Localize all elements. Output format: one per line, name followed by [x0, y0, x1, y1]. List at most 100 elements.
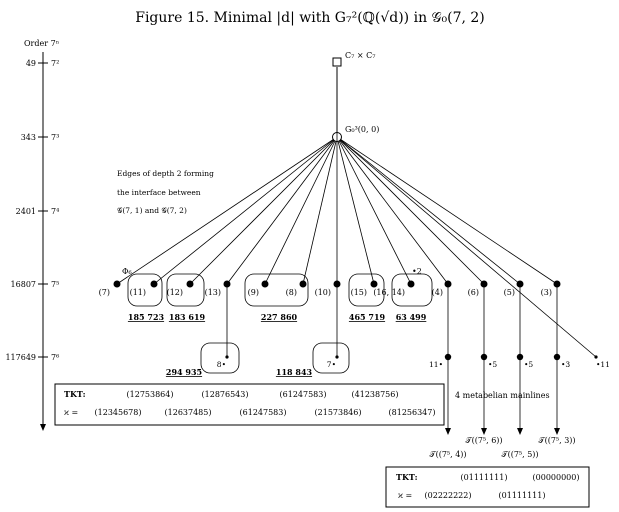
leaf-label: (5): [504, 288, 515, 297]
axis-tick-order: 49: [26, 59, 36, 68]
mainline-label: 𝒯((7⁵, 5)): [501, 450, 538, 459]
tkt-value: (12753864): [127, 390, 174, 399]
leaf-node: [444, 280, 452, 288]
phi6-label: Φ₆: [122, 267, 132, 276]
axis-tick-power: 7⁶: [51, 353, 59, 362]
leaf-node: [516, 280, 524, 288]
tkt-value: (12876543): [202, 390, 249, 399]
order-axis: [38, 52, 48, 426]
leaf-label: (12): [167, 288, 183, 297]
axis-tick-order: 343: [21, 133, 36, 142]
tkt-label: TKT:: [64, 389, 86, 399]
kappa-value: (81256347): [389, 408, 436, 417]
axis-tick-order: 16807: [11, 280, 36, 289]
tkt-table-1: [54, 383, 445, 426]
note-line: Edges of depth 2 forming: [117, 169, 214, 178]
leaf-node: [333, 280, 341, 288]
leaf-node: [480, 280, 488, 288]
axis-tick-order: 117649: [5, 353, 36, 362]
leaf-node: [553, 280, 561, 288]
depth6-label: •3: [561, 360, 570, 369]
kappa-value: (12345678): [95, 408, 142, 417]
axis-tick-power: 7³: [51, 133, 59, 142]
leaf-node: [407, 280, 415, 288]
leaf-nodes: [113, 280, 598, 361]
note-line: the interface between: [117, 188, 201, 197]
kappa-value: (01111111): [499, 491, 546, 500]
axis-tick-power: 7⁴: [51, 207, 59, 216]
discriminant: 183 619: [169, 312, 206, 322]
node-c7xc7: [332, 57, 342, 67]
tkt-value: (01111111): [461, 473, 508, 482]
leaf-label: (7): [99, 288, 110, 297]
depth6-label: •5: [524, 360, 533, 369]
kappa-value: (61247583): [240, 408, 287, 417]
leaf-label: (16, 14): [373, 288, 405, 297]
discriminant: 63 499: [396, 312, 427, 322]
mainline-note: 4 metabelian mainlines: [455, 391, 550, 400]
depth6-node: [553, 353, 561, 361]
arrow-down-icon: [554, 428, 560, 435]
depth6-label: 11•: [429, 360, 443, 369]
tkt-value: (00000000): [533, 473, 580, 482]
leaf-label: (9): [248, 288, 259, 297]
kappa-value: (02222222): [425, 491, 472, 500]
group-boxes: [127, 273, 433, 374]
leaf-label: (4): [432, 288, 443, 297]
depth6-label: •5: [488, 360, 497, 369]
mainline-label: 𝒯((7⁵, 4)): [429, 450, 466, 459]
leaf-label: (3): [541, 288, 552, 297]
mainline-label: 𝒯((7⁵, 6)): [465, 436, 502, 445]
axis-tick-order: 2401: [16, 207, 36, 216]
leaf-label: (13): [205, 288, 221, 297]
discriminant: 465 719: [349, 312, 386, 322]
leaf-node: [150, 280, 158, 288]
tkt-label: TKT:: [396, 472, 418, 482]
leaf-node: [223, 280, 231, 288]
discriminant: 294 935: [166, 367, 202, 377]
axis-tick-power: 7²: [51, 59, 59, 68]
tkt-table-2: [385, 466, 590, 508]
leaf-node: [186, 280, 194, 288]
discriminant: 185 723: [128, 312, 165, 322]
star2-label: •2: [412, 267, 422, 276]
leaf-node: [113, 280, 121, 288]
arrow-down-icon: [481, 428, 487, 435]
figure-title: Figure 15. Minimal |d| with G₇²(ℚ(√d)) i…: [135, 10, 485, 26]
leaf-label: (6): [468, 288, 479, 297]
arrow-down-icon: [445, 428, 451, 435]
depth6-node: [335, 355, 339, 359]
discriminant: 227 860: [261, 312, 298, 322]
tkt-value: (41238756): [352, 390, 399, 399]
discriminant: 118 843: [276, 367, 313, 377]
kappa-value: (12637485): [165, 408, 212, 417]
tkt-value: (61247583): [280, 390, 327, 399]
depth6-label: 7•: [327, 360, 336, 369]
axis-heading: Order 7ⁿ: [24, 39, 60, 48]
node-c7xc7-label: C₇ × C₇: [345, 51, 375, 60]
depth6-node: [516, 353, 524, 361]
axis-arrow-icon: [40, 424, 46, 431]
root-label: G₀³(0, 0): [345, 125, 379, 134]
leaf-label: (11): [130, 288, 146, 297]
kappa-label: ϰ =: [64, 408, 78, 417]
mainline-arrows: [445, 428, 560, 435]
mainline-label: 𝒯((7⁵, 3)): [538, 436, 575, 445]
kappa-value: (21573846): [315, 408, 362, 417]
leaf-node: [299, 280, 307, 288]
leaf-label: (8): [286, 288, 297, 297]
leaf-label: (15): [351, 288, 367, 297]
depth6-node: [444, 353, 452, 361]
depth6-label: 8•: [217, 360, 226, 369]
leaf-node: [261, 280, 269, 288]
depth6-node: [594, 355, 598, 359]
arrow-down-icon: [517, 428, 523, 435]
axis-tick-power: 7⁵: [51, 280, 59, 289]
depth6-node: [225, 355, 229, 359]
leaf-node: [370, 280, 378, 288]
leaf-label: (10): [315, 288, 331, 297]
depth6-label: •11: [596, 360, 610, 369]
note-line: 𝒢(7, 1) and 𝒢(7, 2): [117, 206, 187, 215]
depth6-node: [480, 353, 488, 361]
